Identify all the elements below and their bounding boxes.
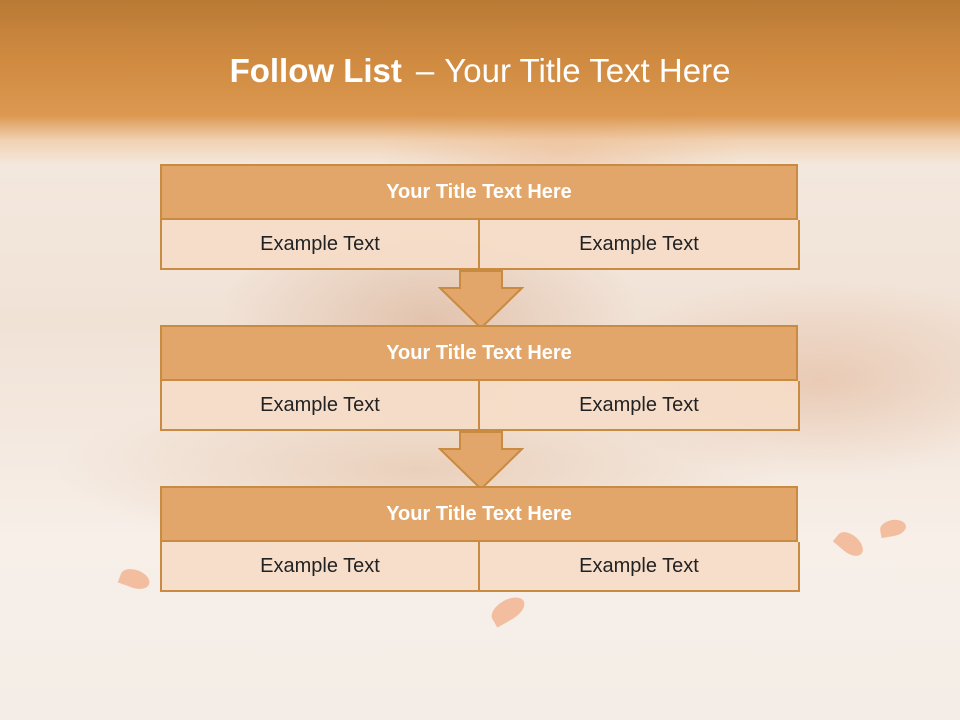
block-cell-right[interactable]: Example Text [480,542,800,592]
block-cell-left[interactable]: Example Text [160,542,480,592]
block-title[interactable]: Your Title Text Here [160,325,798,381]
block-cell-right[interactable]: Example Text [480,220,800,270]
down-arrow-icon [438,270,524,330]
block-cell-left[interactable]: Example Text [160,220,480,270]
down-arrow-icon [438,431,524,491]
block-row: Example Text Example Text [160,381,800,431]
slide-title-rest: Your Title Text Here [444,52,731,89]
block-row: Example Text Example Text [160,542,800,592]
list-block-1[interactable]: Your Title Text Here Example Text Exampl… [160,164,800,270]
slide-header-band [0,0,960,165]
block-title[interactable]: Your Title Text Here [160,164,798,220]
block-row: Example Text Example Text [160,220,800,270]
slide-title-bold: Follow List [229,52,402,89]
block-title[interactable]: Your Title Text Here [160,486,798,542]
block-cell-right[interactable]: Example Text [480,381,800,431]
list-block-3[interactable]: Your Title Text Here Example Text Exampl… [160,486,800,592]
slide-title-separator: – [415,52,435,89]
slide-title[interactable]: Follow List–Your Title Text Here [0,52,960,90]
list-block-2[interactable]: Your Title Text Here Example Text Exampl… [160,325,800,431]
block-cell-left[interactable]: Example Text [160,381,480,431]
